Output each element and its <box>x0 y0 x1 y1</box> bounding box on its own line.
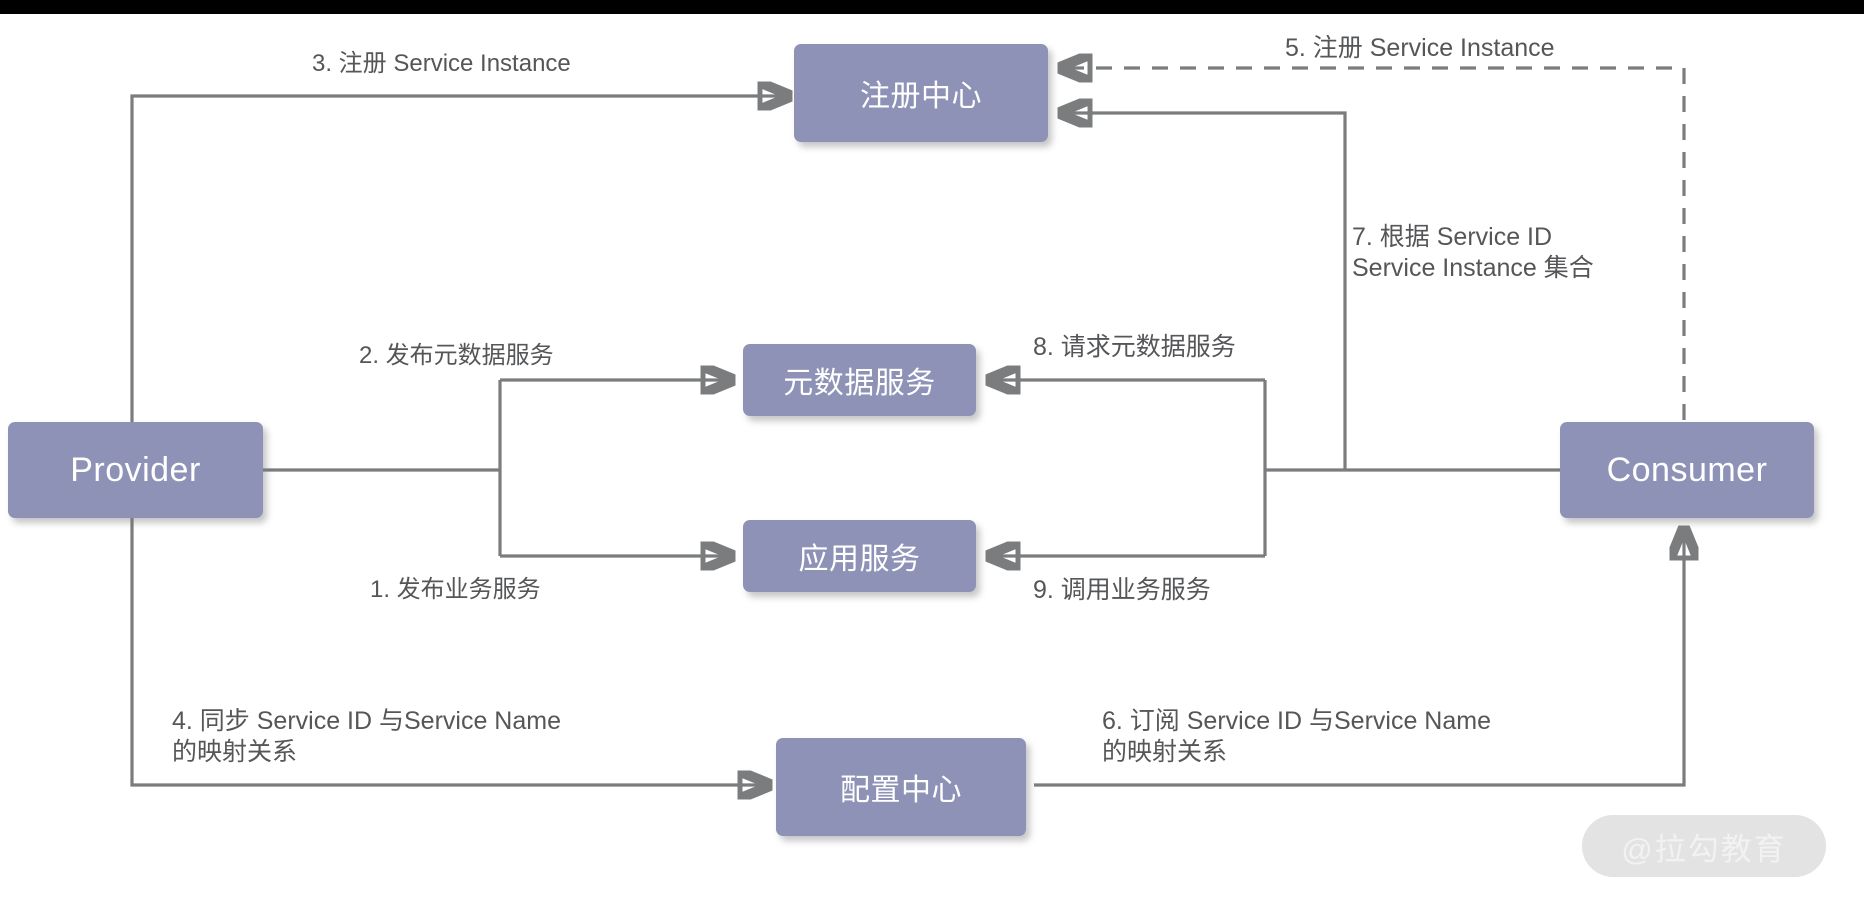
edge-label-9: 9. 调用业务服务 <box>1033 576 1211 604</box>
node-metadata-service[interactable]: 元数据服务 <box>743 344 976 416</box>
node-config-center[interactable]: 配置中心 <box>776 738 1026 836</box>
top-black-bar <box>0 0 1864 14</box>
edge-label-8: 8. 请求元数据服务 <box>1033 333 1236 361</box>
node-consumer[interactable]: Consumer <box>1560 422 1814 518</box>
edge-label-3: 3. 注册 Service Instance <box>312 50 571 77</box>
node-registry-center-label: 注册中心 <box>860 80 982 113</box>
edge-label-7: 7. 根据 Service ID Service Instance 集合 <box>1352 223 1594 282</box>
edge-label-2: 2. 发布元数据服务 <box>359 342 554 369</box>
watermark-badge: @拉勾教育 <box>1582 815 1826 877</box>
node-registry-center[interactable]: 注册中心 <box>794 44 1048 142</box>
watermark-text: @拉勾教育 <box>1621 831 1787 867</box>
node-config-center-label: 配置中心 <box>840 774 962 807</box>
node-consumer-label: Consumer <box>1606 450 1768 489</box>
edge-label-5: 5. 注册 Service Instance <box>1285 34 1555 62</box>
edge-label-6: 6. 订阅 Service ID 与Service Name 的映射关系 <box>1102 707 1491 766</box>
node-app-service-label: 应用服务 <box>798 543 921 576</box>
edge-label-4: 4. 同步 Service ID 与Service Name 的映射关系 <box>172 707 561 766</box>
edge-7-path <box>1060 113 1347 470</box>
node-provider[interactable]: Provider <box>8 422 263 518</box>
edge-3-path <box>130 96 790 470</box>
node-provider-label: Provider <box>70 450 201 489</box>
node-metadata-service-label: 元数据服务 <box>783 367 936 400</box>
node-app-service[interactable]: 应用服务 <box>743 520 976 592</box>
edge-label-1: 1. 发布业务服务 <box>370 576 541 603</box>
